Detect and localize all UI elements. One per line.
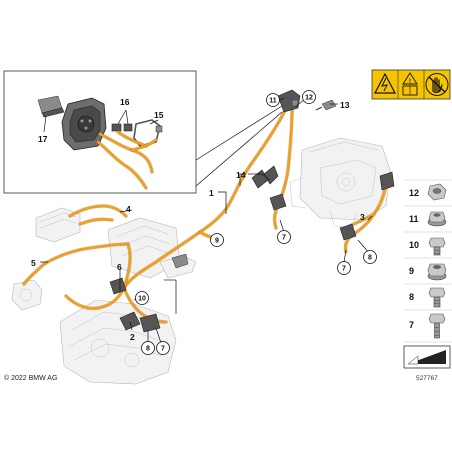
callout-4: 4	[126, 204, 131, 214]
svg-text:10: 10	[138, 296, 146, 303]
callout-5: 5	[31, 258, 36, 268]
document-number: 527767	[416, 375, 438, 382]
callout-6: 6	[117, 262, 122, 272]
zoom-guide-line	[195, 111, 283, 187]
callout-12: 12	[302, 90, 316, 104]
side-label-9: 9	[409, 266, 414, 276]
callout-7b: 7	[337, 261, 351, 275]
side-label-7: 7	[409, 320, 414, 330]
svg-text:7: 7	[161, 346, 165, 353]
electric-drive-unit-ghost	[289, 137, 391, 229]
warning-label: !	[371, 69, 451, 100]
charge-socket-connector	[277, 89, 301, 113]
charge-socket-housing	[61, 97, 107, 151]
callout-15: 15	[154, 110, 164, 120]
bolt-10	[428, 237, 446, 256]
callout-2: 2	[130, 332, 135, 342]
bracket-14	[251, 165, 279, 189]
callout-7c: 7	[156, 341, 170, 355]
callout-8a: 8	[363, 250, 377, 264]
svg-text:9: 9	[215, 238, 219, 245]
engine-ghost	[59, 299, 177, 385]
svg-text:11: 11	[269, 98, 277, 105]
copyright-text: © 2022 BMW AG	[4, 374, 57, 382]
hex-nut-12	[427, 183, 447, 201]
no-touch-hand-icon	[425, 73, 449, 96]
callout-9: 9	[210, 233, 224, 247]
callout-7a: 7	[277, 230, 291, 244]
callout-1: 1	[209, 188, 214, 198]
detail-inset: 17 16 15	[3, 70, 197, 194]
callout-14: 14	[236, 170, 246, 180]
side-label-8: 8	[409, 292, 414, 302]
svg-text:7: 7	[342, 266, 346, 273]
compressor-ghost	[11, 279, 43, 311]
callout-10: 10	[135, 291, 149, 305]
svg-text:8: 8	[368, 255, 372, 262]
sensor-13	[315, 99, 337, 111]
nut-9	[427, 263, 447, 281]
svg-text:!: !	[409, 79, 411, 85]
direction-arrow-icon	[403, 345, 451, 369]
callout-13: 13	[340, 100, 350, 110]
connector-mid	[171, 193, 287, 269]
connector-edu	[339, 171, 395, 241]
flange-nut-11	[427, 211, 447, 227]
callout-16: 16	[120, 97, 130, 107]
bracket-15	[133, 119, 163, 147]
connector-engine	[109, 277, 161, 333]
zoom-guide-line	[195, 105, 283, 161]
high-voltage-warning-icon	[374, 72, 396, 94]
manual-icon: !	[402, 72, 418, 96]
svg-text:7: 7	[282, 235, 286, 242]
callout-3: 3	[360, 212, 365, 222]
svg-text:12: 12	[305, 95, 313, 102]
callout-11: 11	[266, 93, 280, 107]
small-parts-column: 12 11 10 9 8	[403, 179, 452, 382]
side-label-12: 12	[409, 188, 419, 198]
bolt-8	[428, 287, 446, 308]
side-label-10: 10	[409, 240, 419, 250]
side-label-11: 11	[409, 214, 419, 224]
svg-text:8: 8	[146, 346, 150, 353]
bolt-7	[428, 313, 446, 339]
bracket-17	[37, 95, 65, 118]
callout-8b: 8	[141, 341, 155, 355]
callout-17: 17	[38, 134, 48, 144]
